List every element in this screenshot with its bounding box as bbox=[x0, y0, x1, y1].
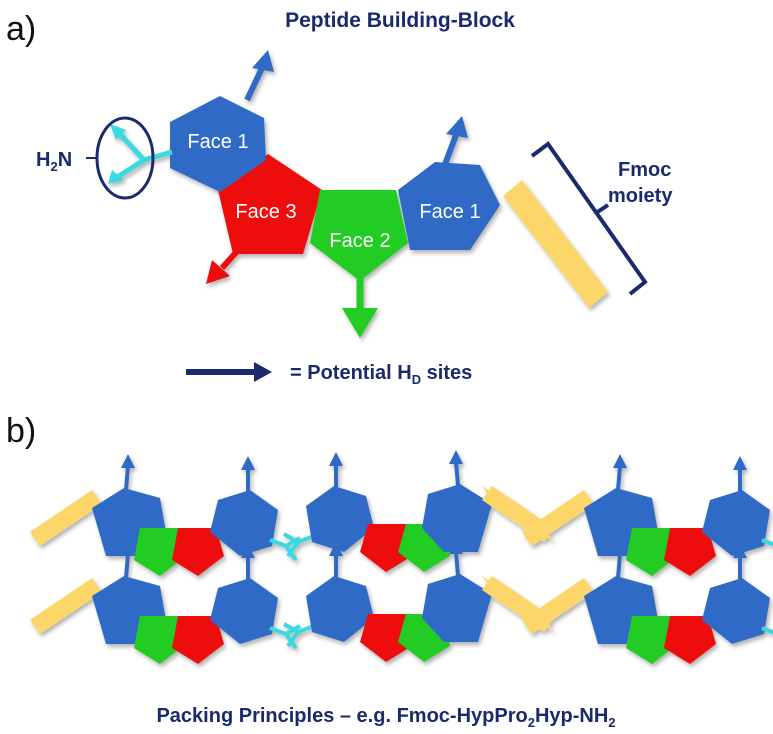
face-3-label: Face 3 bbox=[235, 201, 296, 223]
face-1-left-pentagon bbox=[170, 96, 266, 192]
legend-text: = Potential HD sites bbox=[290, 362, 472, 387]
packed-molecule bbox=[282, 448, 556, 574]
face-2-pentagon bbox=[310, 190, 408, 281]
legend-arrow-icon bbox=[186, 362, 272, 382]
arrow-up-left bbox=[244, 50, 274, 102]
packed-molecule bbox=[28, 452, 302, 578]
panel-b-label: b) bbox=[6, 412, 36, 450]
face-3-pentagon bbox=[218, 154, 322, 254]
amine-label: H2N bbox=[36, 149, 72, 174]
arrow-down-red bbox=[206, 245, 243, 284]
face-2-label: Face 2 bbox=[329, 230, 390, 252]
face-1-right-pentagon bbox=[398, 162, 500, 250]
fmoc-label-line2: moiety bbox=[608, 185, 673, 207]
fmoc-label-line1: Fmoc bbox=[618, 159, 671, 181]
arrow-down-green bbox=[342, 278, 378, 338]
svg-text:H2N: H2N bbox=[36, 149, 72, 174]
panel-a-label: a) bbox=[6, 10, 36, 48]
panel-a-title: Peptide Building-Block bbox=[285, 9, 515, 32]
fmoc-bracket-tick bbox=[594, 203, 610, 215]
face-1-right-label: Face 1 bbox=[419, 201, 480, 223]
amine-group bbox=[108, 124, 173, 184]
peptide-building-block bbox=[108, 50, 608, 338]
panel-b-caption: Packing Principles – e.g. Fmoc-HypPro2Hy… bbox=[156, 705, 615, 730]
packing-molecules bbox=[28, 448, 773, 666]
fmoc-bar bbox=[503, 180, 608, 308]
face-1-left-label: Face 1 bbox=[187, 131, 248, 153]
arrow-up-right bbox=[441, 116, 468, 169]
